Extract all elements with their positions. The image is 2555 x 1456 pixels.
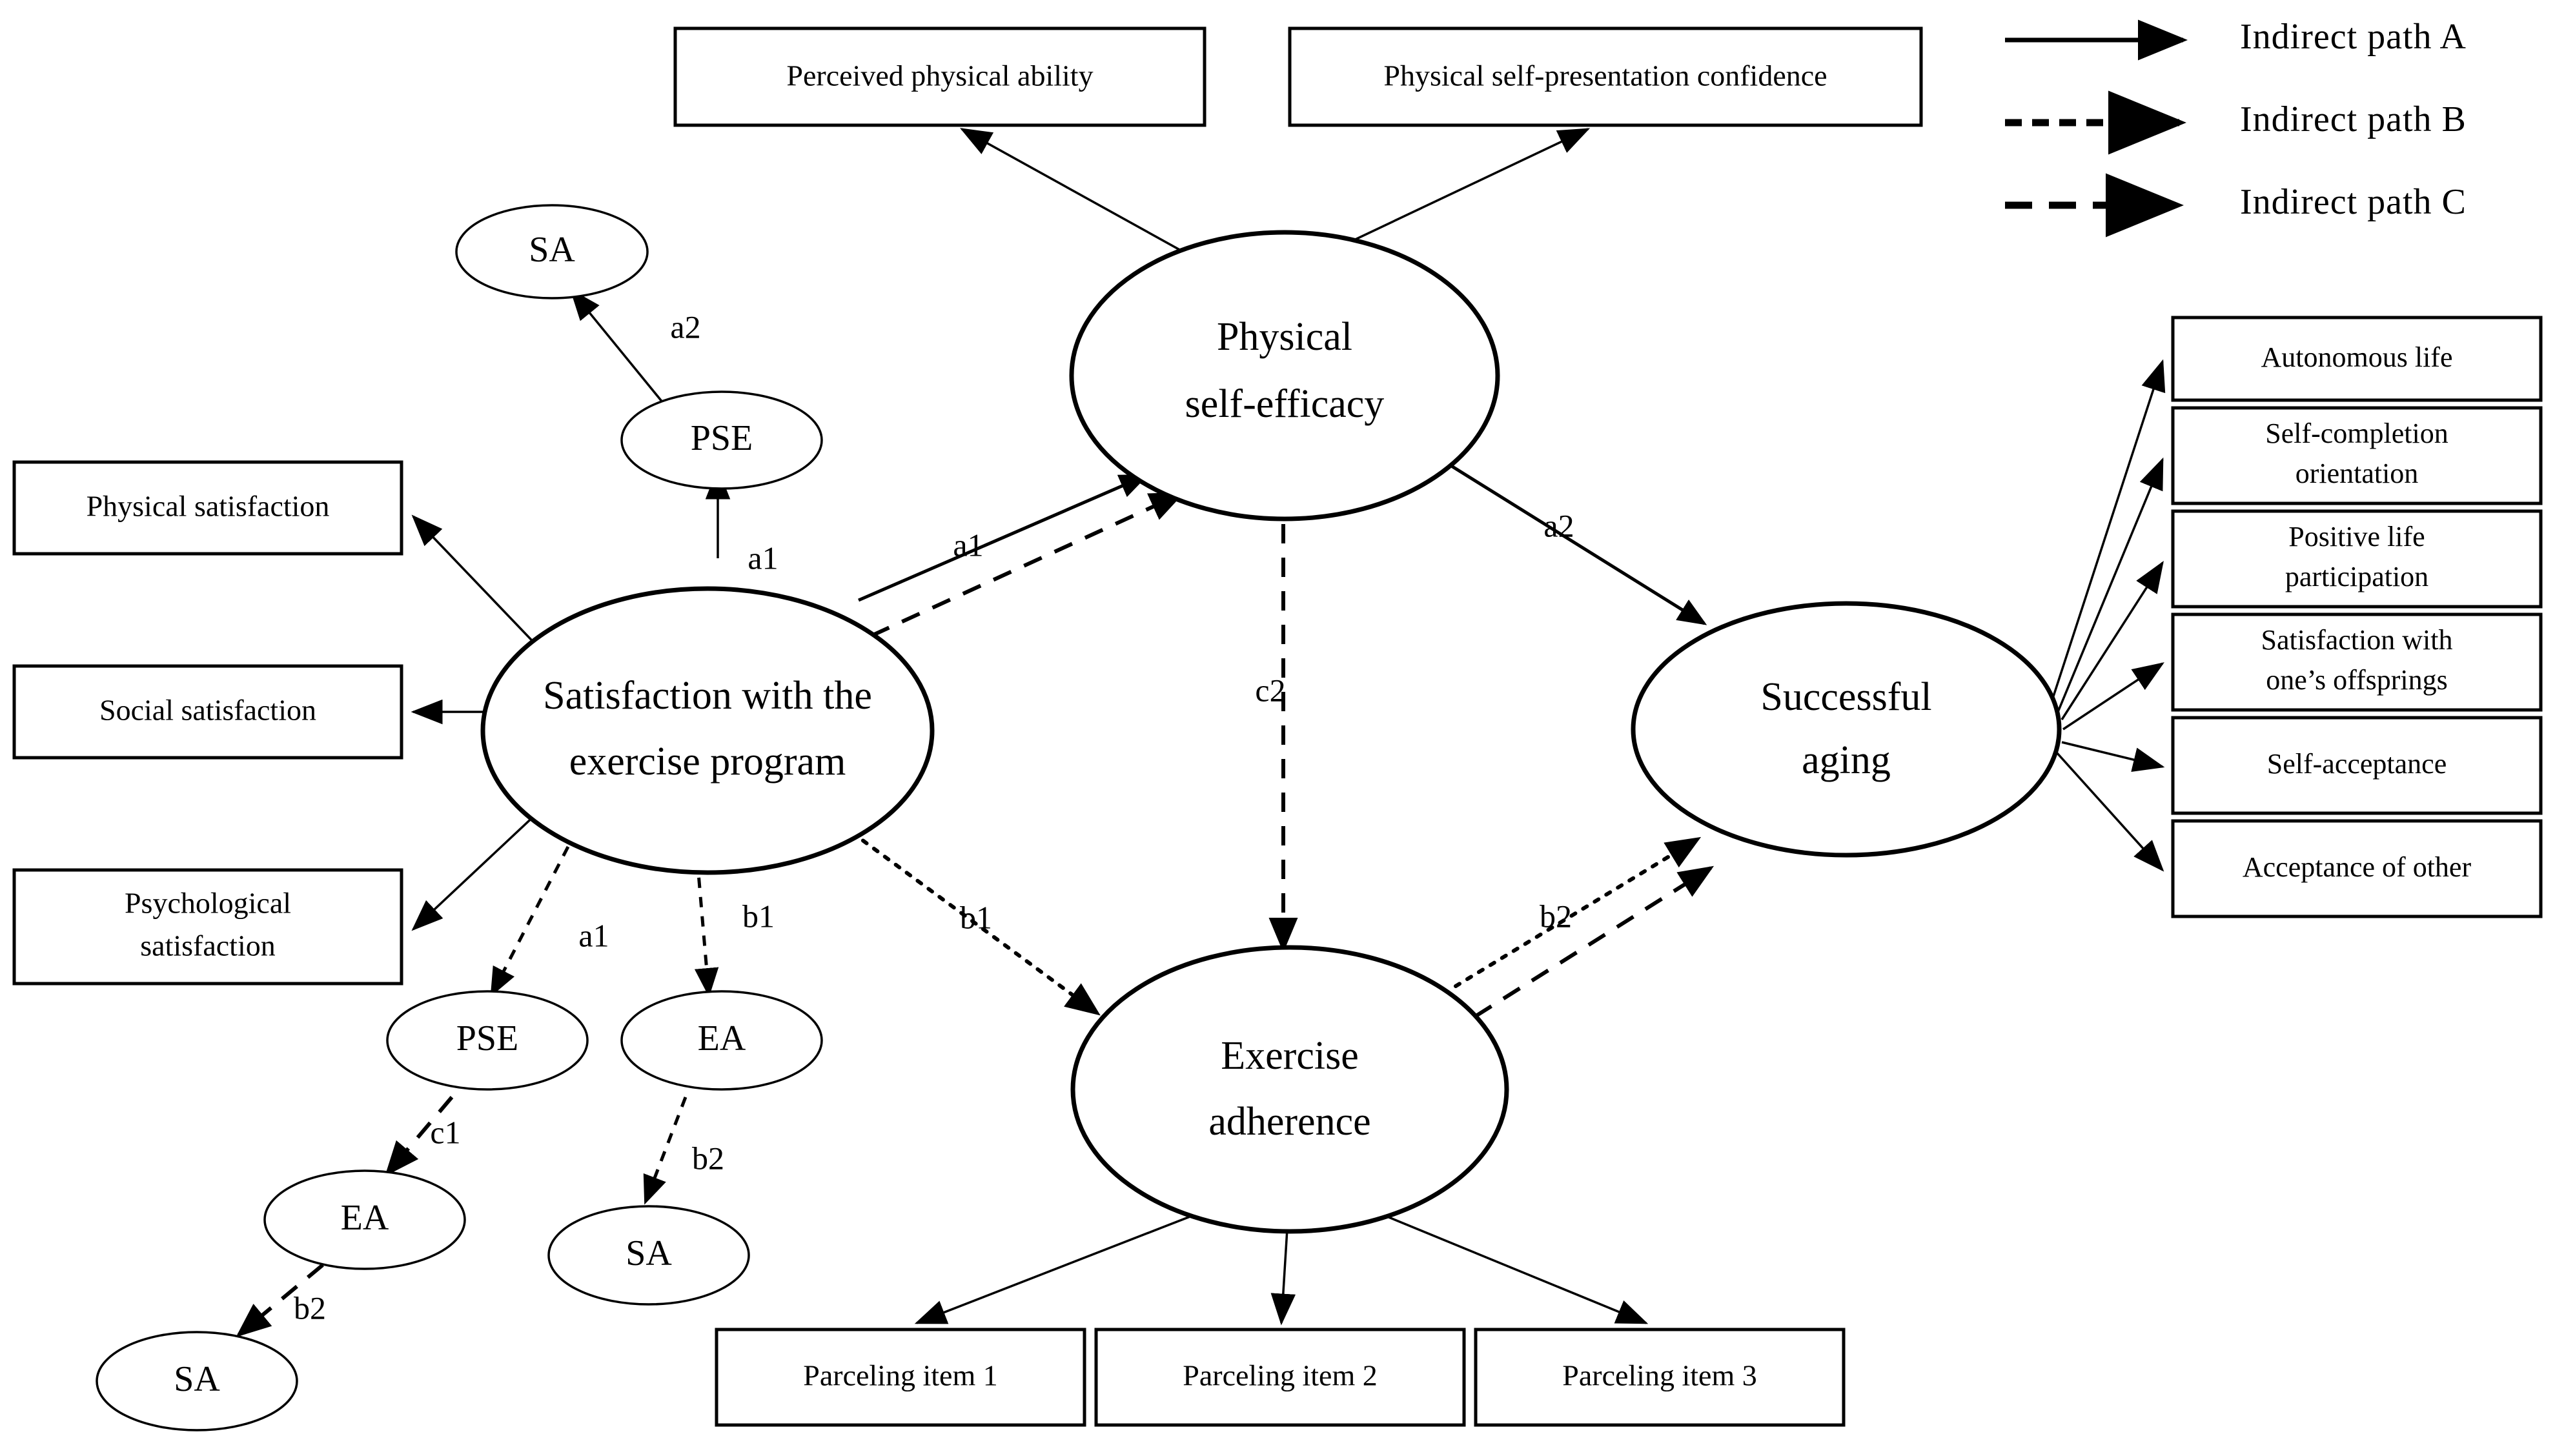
path-label-b2-right: b2 <box>1540 898 1572 934</box>
latent-node-exercise-adherence[interactable]: Exercise adherence <box>1070 945 1509 1234</box>
path-label-a2-right: a2 <box>1543 507 1574 543</box>
latent-label-line2: adherence <box>1208 1100 1370 1144</box>
edge-b2-dot-ea-to-successful-aging <box>1454 836 1702 988</box>
small-node-sa-far-left[interactable]: SA <box>96 1331 298 1431</box>
edge-sa-to-satisfaction-offsprings <box>2062 662 2164 731</box>
indicator-box-physical-self-presentation-confidence[interactable]: Physical self-presentation confidence <box>1288 26 1923 127</box>
path-label-b2-far: b2 <box>294 1289 326 1326</box>
box-label: Parceling item 3 <box>1562 1359 1756 1392</box>
legend-item-indirect-path-b: Indirect path B <box>2005 90 2467 155</box>
edge-c1-pse-to-ea-far <box>385 1096 454 1177</box>
path-label-a1-bl: a1 <box>578 917 609 953</box>
indicator-box-psychological-satisfaction[interactable]: Psychological satisfaction <box>12 868 403 986</box>
small-node-sa-middle[interactable]: SA <box>547 1205 750 1306</box>
path-label-c2: c2 <box>1255 672 1285 708</box>
box-label: Parceling item 1 <box>803 1359 997 1392</box>
box-label-line1: Satisfaction with <box>2261 624 2453 656</box>
edge-sa-to-autonomous-life <box>2050 359 2166 703</box>
edge-sa-to-acceptance-of-other <box>2055 751 2164 872</box>
edge-sa-to-self-acceptance <box>2061 741 2165 772</box>
edge-a1-dashed-satisfaction-to-pse <box>870 492 1185 638</box>
latent-label-line1: Successful <box>1760 675 1931 719</box>
latent-label-line2: exercise program <box>569 740 846 784</box>
edge-a1-solid-satisfaction-to-pse <box>858 474 1149 602</box>
small-node-sa-top[interactable]: SA <box>455 204 649 299</box>
small-node-label: EA <box>698 1018 746 1058</box>
indicator-box-parceling-item-1[interactable]: Parceling item 1 <box>715 1328 1086 1427</box>
box-label-line2: orientation <box>2295 458 2419 489</box>
small-node-ea-bottom-left[interactable]: EA <box>620 990 823 1091</box>
box-label-line1: Self-completion <box>2265 418 2448 449</box>
small-node-ea-far-left[interactable]: EA <box>263 1169 466 1270</box>
indicator-box-perceived-physical-ability[interactable]: Perceived physical ability <box>673 26 1206 127</box>
box-label: Physical self-presentation confidence <box>1383 59 1827 92</box>
indicator-box-physical-satisfaction[interactable]: Physical satisfaction <box>12 460 403 556</box>
edge-sa-to-positive-life <box>2061 561 2164 720</box>
box-label: Social satisfaction <box>99 694 316 727</box>
box-label-line2: satisfaction <box>140 929 276 962</box>
latent-label-line2: aging <box>1802 738 1891 782</box>
indicator-box-social-satisfaction[interactable]: Social satisfaction <box>12 664 403 760</box>
indicator-box-self-acceptance[interactable]: Self-acceptance <box>2171 716 2543 815</box>
box-label-line2: one’s offsprings <box>2266 664 2448 696</box>
legend-item-indirect-path-a: Indirect path A <box>2005 17 2467 61</box>
box-label: Acceptance of other <box>2243 851 2472 883</box>
box-label: Perceived physical ability <box>786 59 1093 92</box>
small-node-label: EA <box>341 1198 389 1238</box>
latent-label-line1: Exercise <box>1221 1034 1358 1078</box>
indicator-box-parceling-item-3[interactable]: Parceling item 3 <box>1474 1328 1846 1427</box>
small-node-pse-top[interactable]: PSE <box>620 390 823 490</box>
latent-label-line1: Satisfaction with the <box>543 674 872 718</box>
small-node-label: SA <box>174 1359 220 1399</box>
latent-node-successful-aging[interactable]: Successful aging <box>1631 601 2062 858</box>
path-label-b2-mid: b2 <box>692 1140 724 1176</box>
edge-b2-ea-to-sa-mid <box>643 1097 687 1205</box>
legend-label: Indirect path C <box>2240 182 2467 222</box>
path-label-a1-top: a1 <box>748 540 778 576</box>
latent-node-physical-self-efficacy[interactable]: Physical self-efficacy <box>1069 230 1500 521</box>
box-label: Physical satisfaction <box>87 490 330 523</box>
indicator-box-self-completion-orientation[interactable]: Self-completion orientation <box>2171 406 2543 505</box>
small-node-label: SA <box>626 1233 672 1273</box>
box-label-line1: Positive life <box>2288 521 2425 552</box>
edge-b2-dashed-ea-to-successful-aging <box>1474 865 1715 1018</box>
box-label-line2: participation <box>2285 561 2428 592</box>
edge-a1-satisfaction-to-pse-bl <box>490 845 570 997</box>
box-label: Self-acceptance <box>2267 748 2447 780</box>
box-label-line1: Psychological <box>125 887 291 920</box>
edge-b1-satisfaction-to-ea-bl <box>694 858 719 997</box>
box-label: Parceling item 2 <box>1183 1359 1377 1392</box>
edge-a2-pse-to-sa-small <box>569 288 673 414</box>
small-node-pse-bottom-left[interactable]: PSE <box>386 990 589 1091</box>
small-node-label: PSE <box>691 418 753 458</box>
box-label: Autonomous life <box>2261 341 2453 373</box>
legend-label: Indirect path A <box>2240 17 2467 57</box>
small-node-label: SA <box>529 230 575 270</box>
latent-label-line1: Physical <box>1217 315 1352 359</box>
edge-sa-to-self-completion <box>2057 457 2164 713</box>
indicator-box-parceling-item-2[interactable]: Parceling item 2 <box>1094 1328 1466 1427</box>
latent-label-line2: self-efficacy <box>1185 382 1385 426</box>
legend-item-indirect-path-c: Indirect path C <box>2005 173 2467 238</box>
edge-b1-satisfaction-to-exercise-adherence <box>850 831 1101 1016</box>
path-label-a1-mid: a1 <box>953 527 983 563</box>
edge-b2-ea-to-sa-far <box>236 1263 324 1337</box>
path-label-c1-far: c1 <box>430 1114 460 1150</box>
path-label-b1-mid: b1 <box>960 899 992 935</box>
indicator-box-positive-life-participation[interactable]: Positive life participation <box>2171 509 2543 609</box>
indicator-box-autonomous-life[interactable]: Autonomous life <box>2171 316 2543 402</box>
path-label-a2-top: a2 <box>670 308 700 345</box>
small-node-label: PSE <box>456 1018 519 1058</box>
latent-node-satisfaction-with-exercise-program[interactable]: Satisfaction with the exercise program <box>480 586 935 875</box>
legend-label: Indirect path B <box>2240 99 2467 139</box>
indicator-box-satisfaction-with-offsprings[interactable]: Satisfaction with one’s offsprings <box>2171 612 2543 712</box>
path-label-b1-bl: b1 <box>742 898 775 934</box>
edge-a2-pse-to-successful-aging <box>1441 458 1707 625</box>
indicator-box-acceptance-of-other[interactable]: Acceptance of other <box>2171 819 2543 918</box>
